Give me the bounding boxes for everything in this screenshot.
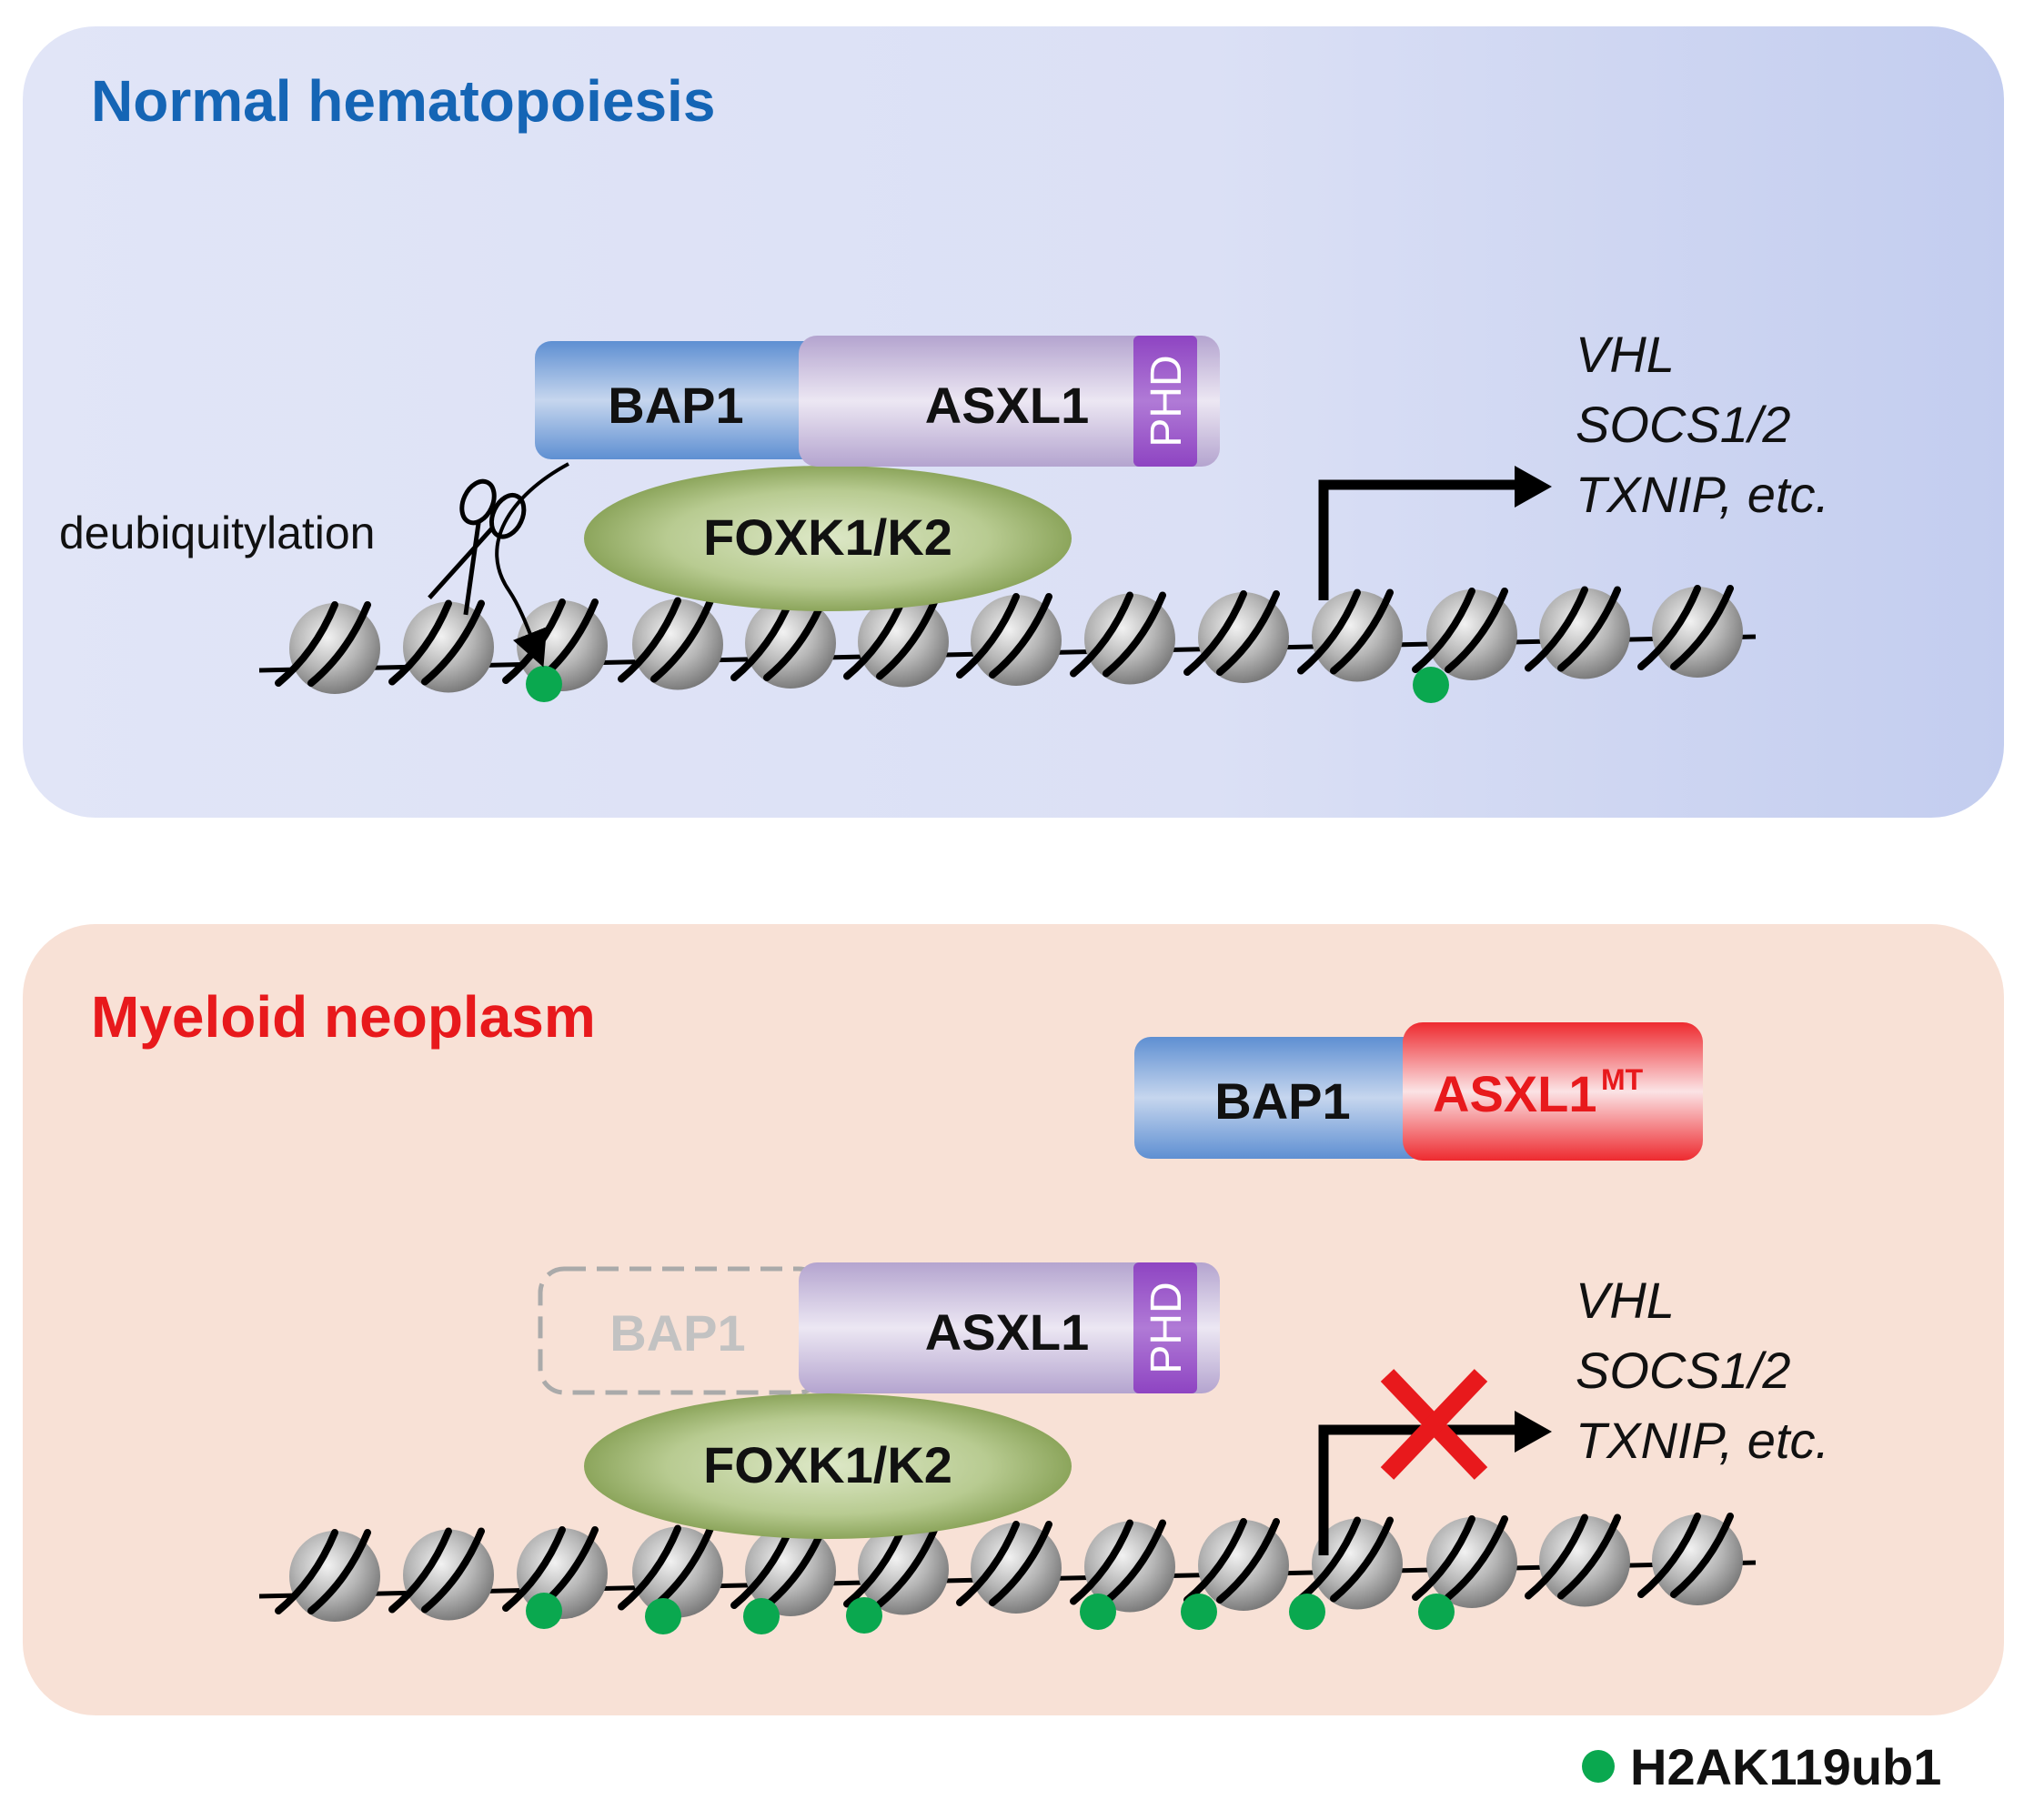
bap1-label: BAP1 (608, 377, 743, 434)
foxk-label: FOXK1/K2 (703, 508, 952, 566)
h2ak119ub1-mark (846, 1597, 882, 1634)
ubiquitin-marks (526, 666, 1449, 703)
asxl1-box (799, 336, 1220, 467)
transcription-arrow-blocked-head (1515, 1411, 1552, 1453)
asxl1-label: ASXL1 (925, 377, 1090, 434)
h2ak119ub1-mark (1080, 1594, 1116, 1630)
nucleosome (1297, 588, 1403, 682)
nucleosome (956, 593, 1062, 686)
transcription-arrow-blocked (1318, 1424, 1519, 1555)
legend-mark-dot (1582, 1750, 1615, 1783)
scissors-icon (428, 478, 527, 616)
h2ak119ub1-mark (1181, 1594, 1217, 1630)
asxl1-mutant-box (1403, 1022, 1703, 1161)
phd-label: PHD (1143, 355, 1191, 447)
nucleosome (1183, 1518, 1289, 1611)
nucleosome (275, 1529, 380, 1622)
h2ak119ub1-mark (743, 1598, 780, 1634)
panel-myeloid: Myeloid neoplasm BAP1 ASXL1 MT VHL SOCS1… (23, 924, 2004, 1715)
transcription-arrow (1318, 479, 1519, 600)
h2ak119ub1-mark (645, 1598, 681, 1634)
legend: H2AK119ub1 (1582, 1738, 1941, 1795)
nucleosome (1637, 585, 1743, 678)
panel-normal: Normal hematopoiesis VHL SOCS1/2 TXNIP, … (23, 26, 2004, 818)
bap1-free-label: BAP1 (1214, 1072, 1350, 1130)
bap1-free-box (1134, 1037, 1430, 1159)
nucleosome (618, 1524, 723, 1618)
h2ak119ub1-mark (1289, 1594, 1325, 1630)
bap1-ghost-label: BAP1 (609, 1304, 745, 1362)
legend-label: H2AK119ub1 (1630, 1738, 1941, 1795)
foxk-complex (584, 466, 1072, 611)
nucleosome (956, 1521, 1062, 1614)
transcription-arrow-head (1515, 466, 1552, 508)
asxl1-box-myeloid (799, 1262, 1220, 1393)
gene-label-vhl: VHL (1576, 326, 1675, 383)
nucleosome (1525, 1513, 1630, 1607)
panel-myeloid-title: Myeloid neoplasm (91, 984, 596, 1050)
gene-label-txnip-myeloid: TXNIP, etc. (1576, 1412, 1829, 1469)
gene-label-vhl-myeloid: VHL (1576, 1272, 1675, 1329)
gene-label-txnip: TXNIP, etc. (1576, 466, 1829, 523)
phd-label-myeloid: PHD (1143, 1282, 1191, 1373)
asxl1-mutant-superscript: MT (1601, 1063, 1644, 1096)
h2ak119ub1-mark (526, 666, 562, 702)
asxl1-mutant-label: ASXL1 (1433, 1065, 1597, 1122)
nucleosome (388, 599, 494, 693)
h2ak119ub1-mark (1413, 667, 1449, 703)
ubiquitin-marks-myeloid (526, 1593, 1455, 1634)
nucleosome (1637, 1513, 1743, 1605)
nucleosome (1070, 591, 1175, 685)
nucleosome (1183, 590, 1289, 683)
nucleosome (1297, 1516, 1403, 1610)
phd-domain (1133, 336, 1197, 467)
nucleosome (388, 1527, 494, 1621)
gene-label-socs-myeloid: SOCS1/2 (1576, 1342, 1791, 1399)
h2ak119ub1-mark (1418, 1594, 1455, 1630)
deubiquitylation-label: deubiquitylation (59, 508, 376, 558)
nucleosome (1412, 1515, 1517, 1608)
phd-domain-myeloid (1133, 1262, 1197, 1393)
asxl1-label-myeloid: ASXL1 (925, 1303, 1090, 1361)
nucleosome (1525, 586, 1630, 679)
foxk-label-myeloid: FOXK1/K2 (703, 1436, 952, 1493)
block-x-icon (1380, 1369, 1488, 1480)
bap1-box (535, 341, 831, 459)
nucleosome (1412, 588, 1517, 680)
gene-label-socs: SOCS1/2 (1576, 396, 1791, 453)
deubiquitylation-arrow (495, 462, 569, 668)
foxk-complex-myeloid (584, 1393, 1072, 1539)
nucleosome (618, 597, 723, 690)
nucleosome (1070, 1519, 1175, 1613)
panel-normal-title: Normal hematopoiesis (91, 68, 715, 134)
h2ak119ub1-mark (526, 1593, 562, 1629)
nucleosome (275, 601, 380, 694)
